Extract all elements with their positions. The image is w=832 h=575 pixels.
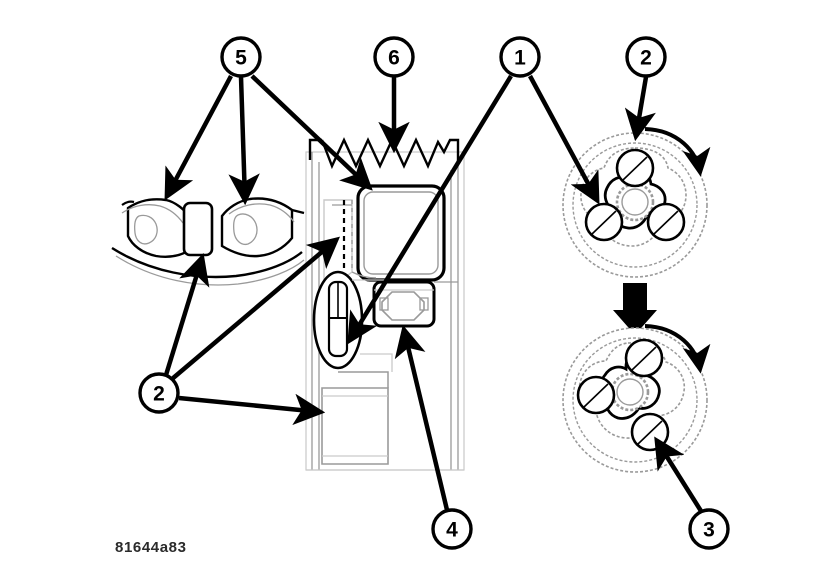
callout-circle [431,508,473,550]
callout-6[interactable]: 6 [373,36,415,78]
tripod-joint-end-view-lower [562,324,711,473]
callout-label: 3 [703,519,715,542]
callout-1[interactable]: 1 [499,36,541,78]
leader-2-left-b [170,236,341,381]
leader-lines [163,74,703,513]
leader-4 [394,324,450,511]
callout-label: 4 [446,519,458,542]
leader-1-a [347,74,513,345]
shaft-block [321,387,389,465]
roller-set-upper [584,148,686,242]
figure-id-label: 81644a83 [115,539,187,556]
leader-2-top [624,76,656,142]
leader-5-c [250,74,373,191]
callout-label: 5 [235,47,247,70]
callout-label: 1 [514,47,526,70]
tripod-joint-end-view-upper [562,127,711,278]
leader-2-left-a [163,252,210,376]
callout-2-left[interactable]: 2 [138,372,180,414]
callout-5[interactable]: 5 [220,36,262,78]
callout-label: 6 [388,47,400,70]
leader-1-b [528,74,600,205]
joint-housing-assembly [305,137,465,471]
callout-circle [499,36,541,78]
down-arrow-between-joint-views [613,283,657,335]
boot-spring-clamp [320,137,460,170]
callout-circle [220,36,262,78]
callout-circle [688,508,730,550]
callout-4[interactable]: 4 [431,508,473,550]
callout-label: 2 [153,383,165,406]
leader-2-left-c [178,393,326,426]
clockwise-rotation-arc-lower [644,324,711,374]
callout-2-top[interactable]: 2 [625,36,667,78]
housing-track-cross-section [111,197,305,286]
leader-5-b [228,76,260,206]
callout-circle [373,36,415,78]
callout-3[interactable]: 3 [688,508,730,550]
roller-block [182,201,214,257]
callout-circle [138,372,180,414]
callout-circle [625,36,667,78]
leader-3 [654,436,703,513]
leader-5-a [164,74,233,201]
callout-label: 2 [640,47,652,70]
